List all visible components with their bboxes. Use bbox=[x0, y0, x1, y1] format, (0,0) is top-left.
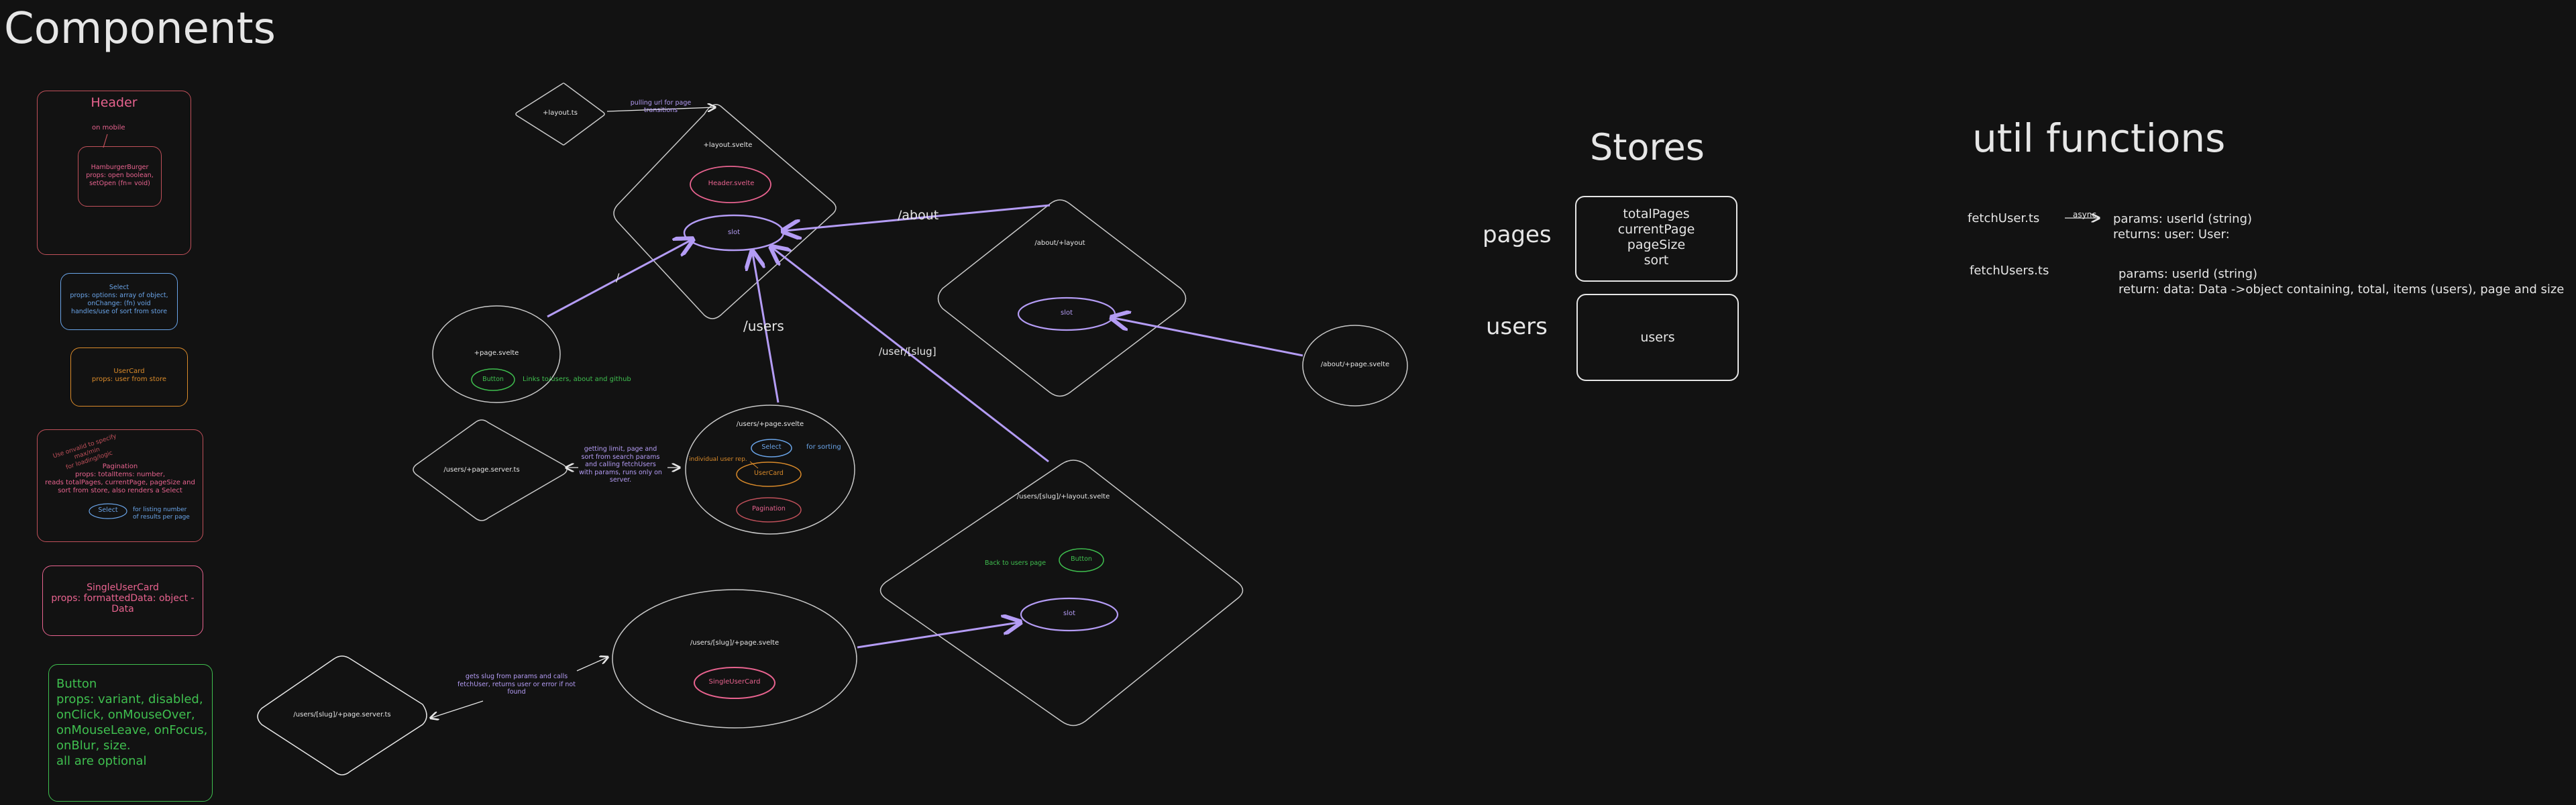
pagination-select-label: Select bbox=[98, 506, 118, 514]
users-usercard-node bbox=[736, 462, 802, 487]
about-layout-node bbox=[937, 199, 1187, 397]
button-component-text: Button props: variant, disabled, onClick… bbox=[56, 677, 208, 768]
page-button-node bbox=[471, 368, 515, 391]
slug-layout-node bbox=[879, 460, 1244, 727]
slug-page-server-label: /users/[slug]/+page.server.ts bbox=[293, 711, 391, 718]
individual-user-note: individual user rep. bbox=[689, 456, 747, 463]
fetchuser-desc: params: userId (string) returns: user: U… bbox=[2113, 212, 2253, 241]
layout-slot-label: slot bbox=[727, 229, 741, 236]
arrow-slug-page bbox=[857, 623, 1018, 649]
links-note: Links to/users, about and github bbox=[523, 376, 631, 383]
about-slot-label: slot bbox=[1060, 309, 1073, 317]
singleusercard-label: SingleUserCard bbox=[708, 678, 761, 686]
hamburger-component-text: HamburgerBurger props: open boolean, set… bbox=[86, 164, 154, 187]
fetchuser-name: fetchUser.ts bbox=[1968, 211, 2040, 225]
arrow-root bbox=[547, 240, 691, 318]
back-to-users-note: Back to users page bbox=[985, 559, 1046, 567]
for-sorting-note: for sorting bbox=[806, 443, 841, 451]
singleusercard-component-box bbox=[42, 566, 203, 636]
page-svelte-label: +page.svelte bbox=[474, 350, 519, 357]
users-pagination-label: Pagination bbox=[752, 505, 786, 513]
route-root-label: / bbox=[616, 271, 620, 284]
about-layout-label: /about/+layout bbox=[1034, 239, 1085, 247]
fetchuser-async: async bbox=[2073, 210, 2096, 219]
select-component-box bbox=[60, 273, 178, 330]
page-svelte-node bbox=[432, 305, 561, 403]
fetchusers-name: fetchUsers.ts bbox=[1970, 264, 2049, 278]
users-select-node bbox=[751, 439, 792, 458]
slug-page-svelte-label: /users/[slug]/+page.svelte bbox=[690, 639, 780, 647]
layout-svelte-node bbox=[613, 104, 837, 319]
slug-page-svelte-node bbox=[612, 589, 857, 729]
singleusercard-component-text: SingleUserCard props: formattedData: obj… bbox=[51, 582, 195, 614]
store-users-label: users bbox=[1486, 313, 1548, 340]
hamburger-component-box bbox=[78, 146, 162, 207]
arrow-users bbox=[753, 254, 780, 403]
slug-button-node bbox=[1059, 548, 1104, 572]
usercard-component-box bbox=[70, 347, 188, 407]
pagination-select-node bbox=[89, 503, 127, 519]
arrow-users-usercard bbox=[749, 461, 759, 469]
pagination-select-note: for listing number of results per page bbox=[133, 506, 190, 521]
header-component-box bbox=[37, 91, 191, 255]
users-usercard-label: UserCard bbox=[754, 470, 784, 477]
arrow-header-mobile bbox=[103, 133, 108, 148]
layout-ts-label: +layout.ts bbox=[543, 109, 578, 117]
button-component-box bbox=[48, 664, 213, 802]
layout-ts-note: pulling url for page transitions bbox=[630, 99, 692, 114]
arrow-user-slug bbox=[773, 248, 1049, 463]
slug-page-server-note: gets slug from params and calls fetchUse… bbox=[458, 673, 576, 696]
users-page-svelte-node bbox=[685, 405, 855, 535]
slug-layout-label: /users/[slug]/+layout.svelte bbox=[1016, 493, 1110, 500]
users-page-server-note: getting limit, page and sort from search… bbox=[579, 445, 662, 484]
header-on-mobile-note: on mobile bbox=[92, 124, 125, 131]
arrow-about bbox=[785, 204, 1051, 231]
arrow-slug-server-left bbox=[431, 700, 484, 718]
slug-page-server-node bbox=[257, 655, 427, 775]
singleusercard-node bbox=[694, 667, 775, 699]
route-users-label: /users bbox=[743, 318, 784, 334]
about-page-label: /about/+page.svelte bbox=[1320, 361, 1390, 368]
store-users-items: users bbox=[1640, 330, 1675, 345]
store-pages-box bbox=[1575, 196, 1737, 282]
about-page-node bbox=[1302, 325, 1408, 407]
route-user-slug-label: /user/[slug] bbox=[879, 345, 936, 358]
header-component-title: Header bbox=[91, 95, 138, 110]
users-page-svelte-label: /users/+page.svelte bbox=[736, 421, 804, 428]
store-pages-label: pages bbox=[1483, 221, 1552, 248]
header-svelte-node bbox=[690, 166, 771, 203]
select-component-text: Select props: options: array of object, … bbox=[70, 284, 168, 315]
users-pagination-node bbox=[736, 497, 802, 523]
page-button-label: Button bbox=[482, 376, 504, 383]
pagination-component-box bbox=[37, 429, 203, 542]
usercard-component-text: UserCard props: user from store bbox=[91, 368, 167, 383]
slug-button-label: Button bbox=[1071, 555, 1092, 563]
arrow-layout-ts bbox=[606, 107, 714, 111]
arrow-about-page bbox=[1114, 318, 1303, 357]
pagination-component-text: Pagination props: totalItems: number, re… bbox=[45, 463, 195, 494]
page-title: Components bbox=[4, 4, 276, 54]
store-pages-items: totalPages currentPage pageSize sort bbox=[1617, 207, 1695, 268]
stores-heading: Stores bbox=[1590, 126, 1705, 168]
layout-svelte-label: +layout.svelte bbox=[703, 142, 753, 149]
layout-ts-node bbox=[515, 83, 605, 146]
users-select-label: Select bbox=[761, 443, 782, 451]
slug-slot-label: slot bbox=[1063, 610, 1076, 617]
fetchusers-desc: params: userId (string) return: data: Da… bbox=[2118, 267, 2565, 297]
arrow-slug-server-right bbox=[576, 657, 607, 672]
route-about-label: /about bbox=[898, 208, 939, 223]
users-page-server-label: /users/+page.server.ts bbox=[443, 466, 520, 474]
header-svelte-label: Header.svelte bbox=[708, 180, 755, 187]
store-users-box bbox=[1576, 294, 1739, 381]
util-heading: util functions bbox=[1972, 115, 2226, 161]
